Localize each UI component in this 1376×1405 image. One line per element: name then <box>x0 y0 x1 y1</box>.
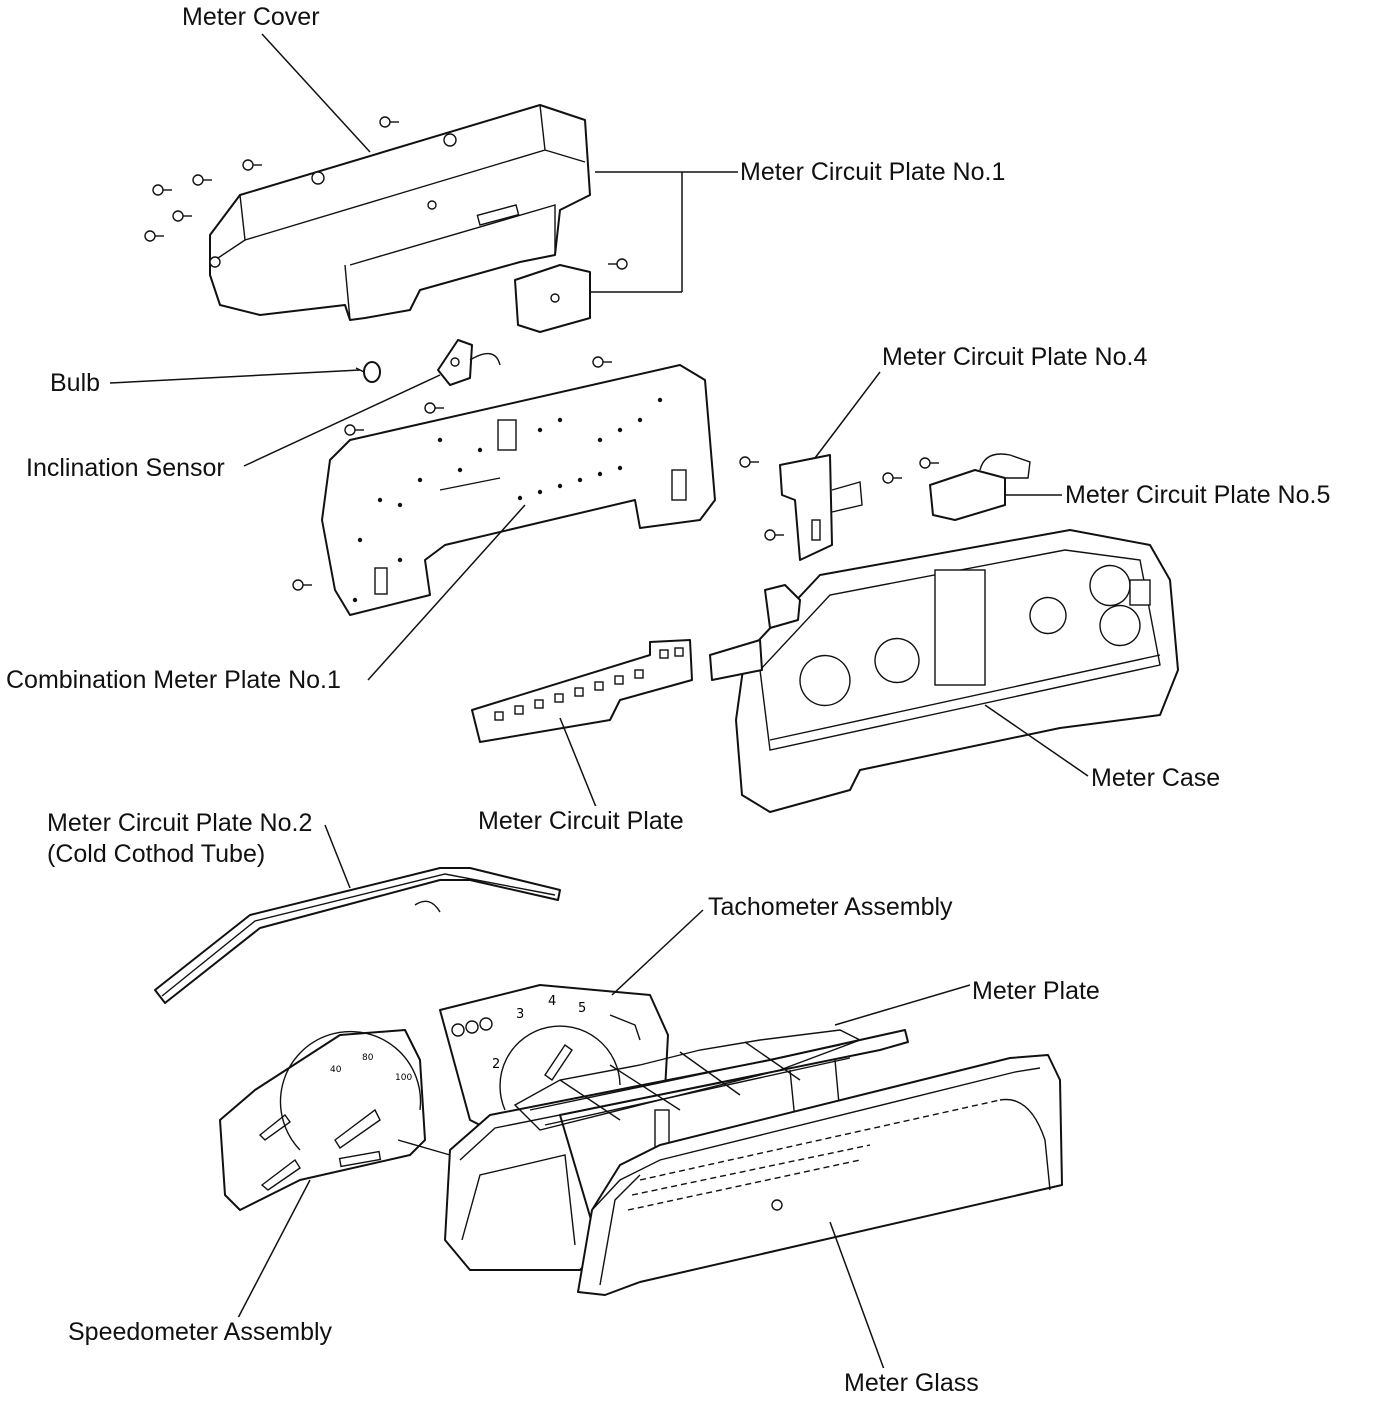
meter-cover-part <box>209 104 591 333</box>
speedometer-assembly-part: 40 80 100 <box>219 1029 451 1211</box>
meter-circuit-plate-no4-part <box>779 454 863 561</box>
combination-meter-plate-part <box>321 364 716 616</box>
meter-glass-part <box>577 1054 1063 1296</box>
meter-plate-part <box>444 1029 909 1271</box>
tach-scale-2: 2 <box>492 1057 500 1072</box>
plate5-screw-b <box>919 457 939 469</box>
inclination-sensor-part <box>437 339 501 386</box>
label-meter-glass: Meter Glass <box>842 1368 981 1398</box>
tach-scale-4: 4 <box>548 994 556 1009</box>
tach-scale-3: 3 <box>516 1007 524 1022</box>
meter-circuit-plate-no5-part <box>929 453 1031 521</box>
speedo-scale-1: 40 <box>330 1065 342 1075</box>
label-meter-cover: Meter Cover <box>180 2 322 32</box>
label-meter-circuit-plate-no5: Meter Circuit Plate No.5 <box>1063 480 1333 510</box>
speedo-scale-4: 100 <box>395 1073 412 1083</box>
combination-plate-screws <box>292 356 612 591</box>
plate4-screw-a <box>739 456 759 468</box>
label-meter-circuit-plate-no1: Meter Circuit Plate No.1 <box>738 157 1008 187</box>
label-meter-case: Meter Case <box>1089 763 1223 793</box>
label-bulb: Bulb <box>48 368 103 398</box>
cover-screws <box>144 116 628 270</box>
plate4-screw-b <box>764 529 784 541</box>
label-speedometer-assembly: Speedometer Assembly <box>66 1317 335 1347</box>
bulb-part <box>355 361 381 383</box>
cold-cathode-tube-part <box>154 867 561 1004</box>
leader-lines <box>109 33 1089 1373</box>
meter-case-part <box>709 529 1179 813</box>
label-tachometer-assembly: Tachometer Assembly <box>706 892 955 922</box>
label-meter-circuit-plate-no4: Meter Circuit Plate No.4 <box>880 342 1150 372</box>
label-meter-circuit-plate-no2: Meter Circuit Plate No.2 <box>45 808 315 838</box>
label-meter-plate: Meter Plate <box>970 976 1102 1006</box>
plate5-screw-a <box>882 472 902 484</box>
label-meter-circuit-plate: Meter Circuit Plate <box>476 806 686 836</box>
label-inclination-sensor: Inclination Sensor <box>24 453 227 483</box>
label-cold-cathode-tube: (Cold Cothod Tube) <box>45 839 268 869</box>
label-combination-meter-plate-no1: Combination Meter Plate No.1 <box>4 665 343 695</box>
speedo-scale-3: 80 <box>362 1053 374 1063</box>
meter-circuit-plate-part <box>471 639 693 743</box>
tach-scale-5: 5 <box>578 1001 586 1016</box>
